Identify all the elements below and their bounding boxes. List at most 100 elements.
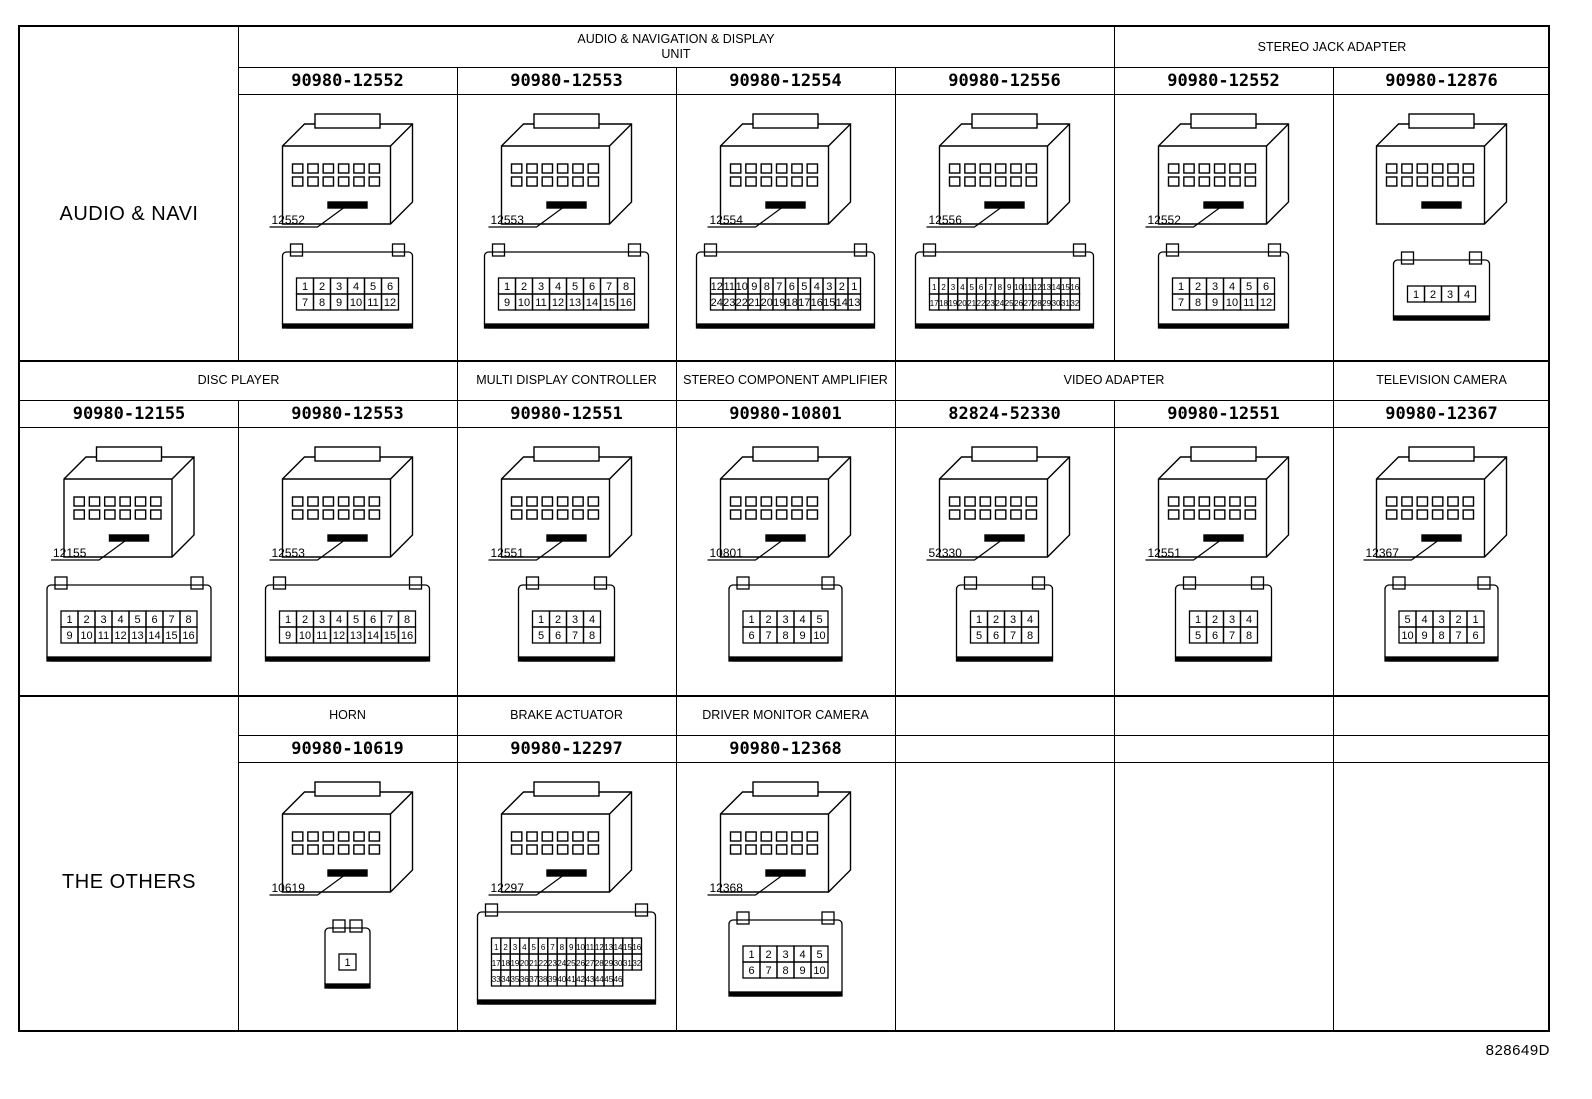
pin-number: 16	[620, 297, 632, 309]
pin-number: 5	[1246, 281, 1252, 293]
cavity	[979, 509, 992, 520]
section-header	[1114, 695, 1333, 735]
pin-number: 1	[1178, 281, 1184, 293]
pin-number: 5	[538, 630, 544, 642]
pin-number: 20	[520, 959, 529, 968]
cavity	[745, 509, 757, 520]
section-divider	[20, 360, 1550, 362]
cavity	[541, 831, 554, 842]
section-header: TELEVISION CAMERA	[1376, 372, 1507, 387]
pin-number: 29	[1042, 299, 1051, 308]
pin-view-lock	[1267, 243, 1282, 257]
pin-number: 11	[1243, 297, 1254, 309]
cavity	[149, 509, 162, 520]
cavity	[73, 509, 86, 520]
pin-number: 36	[520, 975, 529, 984]
pin-number: 19	[948, 299, 957, 308]
pin-number: 6	[979, 283, 984, 292]
cavity	[948, 176, 961, 187]
column-divider	[1114, 400, 1115, 695]
part-marking	[1421, 201, 1462, 209]
housing-edges	[501, 123, 632, 224]
pin-number: 8	[589, 630, 595, 642]
callout-leader	[269, 872, 348, 896]
pin-number: 12	[1260, 297, 1272, 309]
cavity	[1416, 496, 1429, 507]
cavity	[775, 831, 788, 842]
connector-housing-drawing	[1157, 113, 1290, 225]
column-divider	[1333, 695, 1334, 735]
pin-number: 9	[751, 281, 757, 293]
pin-number: 20	[761, 297, 773, 309]
section-divider	[20, 695, 1550, 697]
pin-view: 1	[324, 919, 371, 989]
pin-number: 14	[148, 630, 160, 642]
cavity	[368, 163, 381, 174]
pin-number: 6	[1263, 281, 1269, 293]
pin-number: 21	[529, 959, 538, 968]
pin-number: 5	[801, 281, 807, 293]
pin-number: 7	[1229, 630, 1235, 642]
pin-view-base	[1392, 315, 1491, 321]
pin-number: 28	[1033, 299, 1042, 308]
callout-leader	[488, 537, 567, 561]
pin-number: 13	[131, 630, 143, 642]
part-number-divider	[20, 427, 238, 428]
pin-number: 2	[1430, 289, 1436, 301]
pin-number: 24	[557, 959, 566, 968]
pin-cavity	[810, 961, 829, 979]
section-header: VIDEO ADAPTER	[1063, 372, 1165, 387]
cavity	[572, 163, 584, 174]
cavity	[322, 163, 335, 174]
pin-view-base	[476, 999, 657, 1005]
pin-number: 9	[336, 297, 342, 309]
pin-cavity	[1457, 285, 1477, 303]
pin-number: 4	[799, 949, 805, 961]
pin-number: 7	[387, 614, 393, 626]
cavity	[1244, 176, 1257, 187]
header-divider	[20, 400, 238, 401]
pin-view-lock	[54, 576, 68, 590]
housing-latch	[752, 781, 819, 797]
pin-number: 4	[117, 614, 123, 626]
pin-number: 2	[941, 283, 946, 292]
cavity	[353, 509, 365, 520]
pin-number: 8	[764, 281, 770, 293]
pin-number: 19	[510, 959, 519, 968]
callout-leader	[926, 537, 1005, 561]
column-divider	[1333, 735, 1334, 1030]
pin-number: 7	[168, 614, 174, 626]
cavity	[1462, 163, 1475, 174]
pin-number: 23	[548, 959, 557, 968]
pin-number: 4	[589, 614, 595, 626]
column-divider	[895, 360, 896, 400]
pin-view-lock	[491, 243, 506, 257]
cavity	[1385, 496, 1398, 507]
pin-number: 30	[614, 959, 623, 968]
cavity	[745, 844, 757, 855]
column-divider	[1114, 27, 1115, 67]
pin-number: 7	[1010, 630, 1016, 642]
cavity	[806, 831, 819, 842]
column-divider	[457, 735, 458, 1030]
housing-outline	[719, 456, 852, 558]
column-divider	[1114, 695, 1115, 735]
cavity	[1025, 496, 1038, 507]
cavity	[337, 844, 350, 855]
cavity	[964, 163, 976, 174]
pin-view-lock	[349, 919, 363, 933]
cavity	[791, 176, 803, 187]
pin-number: 1	[285, 614, 291, 626]
pin-number: 33	[492, 975, 501, 984]
housing-latch	[752, 446, 819, 462]
pin-number: 26	[1014, 299, 1023, 308]
section-header: DISC PLAYER	[197, 372, 280, 387]
cavity	[368, 844, 381, 855]
pin-number: 6	[993, 630, 999, 642]
pin-view-base	[281, 323, 414, 329]
